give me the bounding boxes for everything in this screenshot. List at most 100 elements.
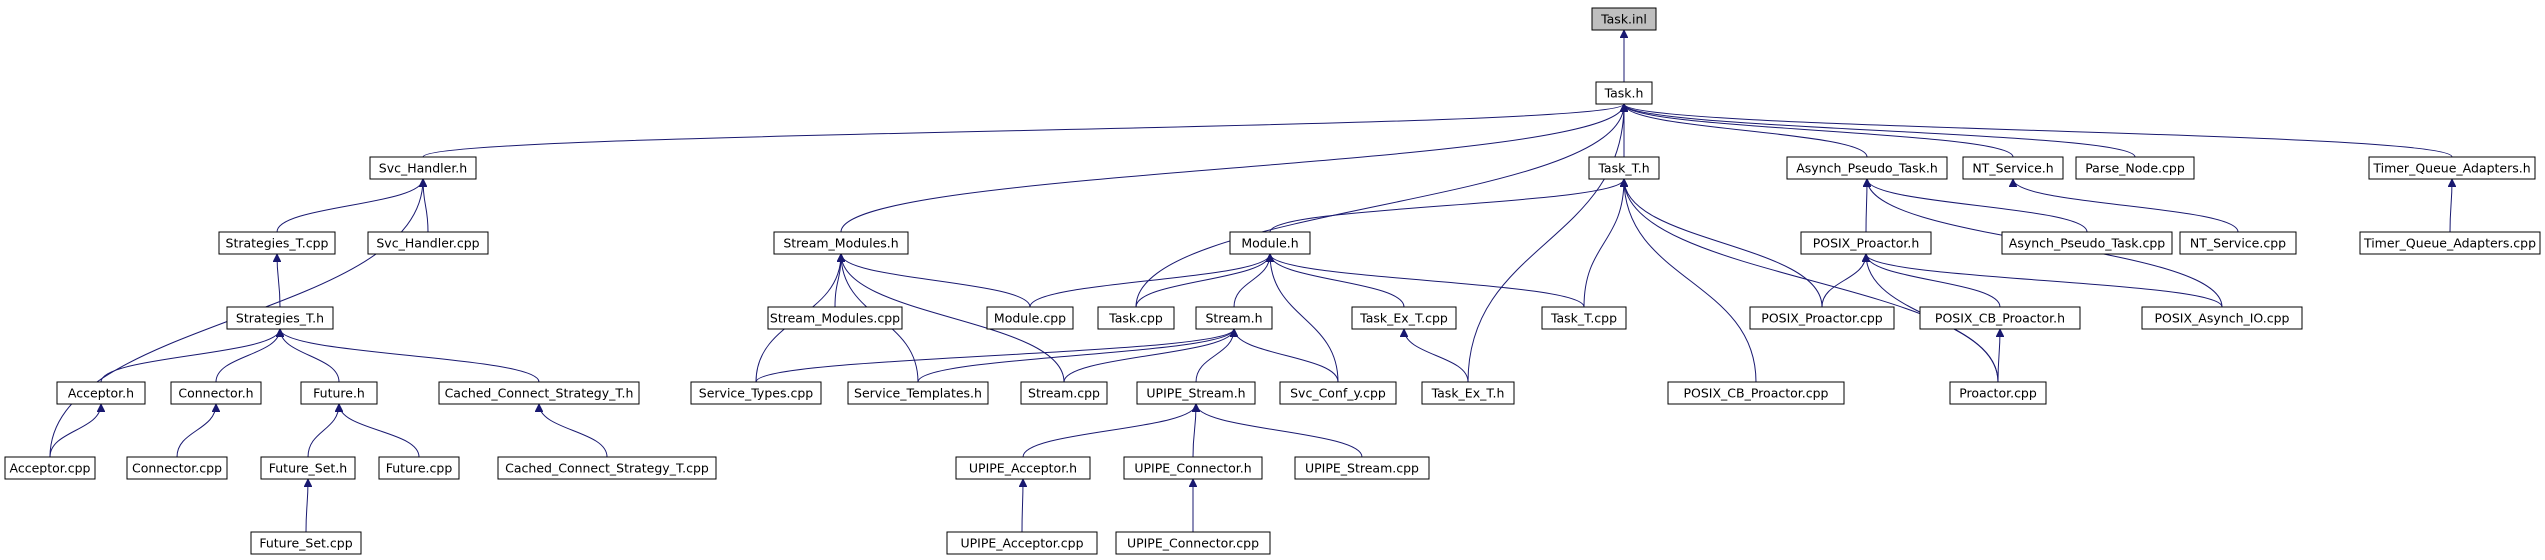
node-box [226,306,334,330]
node-task-h[interactable]: Task.h [1595,81,1653,105]
node-future-h[interactable]: Future.h [300,381,378,405]
node-connector-cpp[interactable]: Connector.cpp [126,456,228,480]
node-label: NT_Service.cpp [2190,236,2286,251]
node-box [2368,156,2536,180]
node-label: Strategies_T.cpp [226,236,329,251]
edge-timer_queue_adapters_h-to-task_h [1624,103,2453,158]
edge-task_t_cpp-to-task_t_h [1583,179,1624,308]
node-label: Connector.h [178,386,253,401]
node-box [1591,7,1657,31]
node-nt-service-h[interactable]: NT_Service.h [1962,156,2064,180]
edge-upipe_acceptor_cpp-to-upipe_acceptor_h [1022,479,1023,533]
node-stream-cpp[interactable]: Stream.cpp [1020,381,1108,405]
node-upipe-acceptor-h[interactable]: UPIPE_Acceptor.h [955,456,1091,480]
node-acceptor-cpp[interactable]: Acceptor.cpp [4,456,96,480]
edge-task_cpp-to-module_h [1135,253,1270,308]
node-posix-cb-proactor-h[interactable]: POSIX_CB_Proactor.h [1919,306,2081,330]
node-future-cpp[interactable]: Future.cpp [378,456,460,480]
node-label: Stream_Modules.cpp [770,311,900,326]
node-box [1595,81,1653,105]
edge-posix_proactor_cpp-to-posix_proactor_h [1821,254,1866,308]
node-box [1115,531,1271,555]
node-label: Task_T.cpp [1550,311,1617,326]
edge-module_cpp-to-module_h [1029,253,1270,308]
node-future-set-cpp[interactable]: Future_Set.cpp [250,531,362,555]
node-asynch-pseudo-task-h[interactable]: Asynch_Pseudo_Task.h [1786,156,1948,180]
node-upipe-acceptor-cpp[interactable]: UPIPE_Acceptor.cpp [946,531,1098,555]
node-upipe-connector-cpp[interactable]: UPIPE_Connector.cpp [1115,531,1271,555]
node-label: Cached_Connect_Strategy_T.cpp [505,461,709,476]
node-parse-node-cpp[interactable]: Parse_Node.cpp [2075,156,2195,180]
node-box [1919,306,2081,330]
node-box [2075,156,2195,180]
edge-posix_asynch_io_cpp-to-posix_proactor_h [1866,253,2223,308]
node-box [2179,231,2297,255]
node-nt-service-cpp[interactable]: NT_Service.cpp [2179,231,2297,255]
node-strategies-t-cpp[interactable]: Strategies_T.cpp [218,231,336,255]
edge-cached_connect_strategy_t_h-to-strategies_t_h [280,328,540,383]
node-label: POSIX_Asynch_IO.cpp [2155,311,2290,326]
node-future-set-h[interactable]: Future_Set.h [260,456,356,480]
node-stream-modules-h[interactable]: Stream_Modules.h [773,231,909,255]
node-label: Stream.cpp [1028,386,1100,401]
edge-timer_queue_adapters_cpp-to-timer_queue_adapters_h [2450,179,2452,233]
node-posix-proactor-cpp[interactable]: POSIX_Proactor.cpp [1749,306,1895,330]
node-cached-connect-strategy-t-h[interactable]: Cached_Connect_Strategy_T.h [438,381,640,405]
node-posix-proactor-h[interactable]: POSIX_Proactor.h [1800,231,1932,255]
node-timer-queue-adapters-cpp[interactable]: Timer_Queue_Adapters.cpp [2359,231,2541,255]
node-label: POSIX_Proactor.h [1813,236,1920,251]
node-task-ex-t-cpp[interactable]: Task_Ex_T.cpp [1351,306,1457,330]
node-module-cpp[interactable]: Module.cpp [986,306,1074,330]
node-label: Svc_Conf_y.cpp [1290,386,1386,401]
node-asynch-pseudo-task-cpp[interactable]: Asynch_Pseudo_Task.cpp [2001,231,2173,255]
edge-stream_cpp-to-stream_modules_h [841,254,1065,383]
node-acceptor-h[interactable]: Acceptor.h [56,381,146,405]
node-box [1097,306,1175,330]
node-box [1279,381,1397,405]
node-task-inl[interactable]: Task.inl [1591,7,1657,31]
node-box [2001,231,2173,255]
node-box [986,306,1074,330]
node-label: POSIX_CB_Proactor.h [1935,311,2065,326]
node-timer-queue-adapters-h[interactable]: Timer_Queue_Adapters.h [2368,156,2536,180]
node-task-t-cpp[interactable]: Task_T.cpp [1541,306,1627,330]
node-proactor-cpp[interactable]: Proactor.cpp [1949,381,2047,405]
node-box [1294,456,1430,480]
node-box [170,381,262,405]
node-posix-cb-proactor-cpp[interactable]: POSIX_CB_Proactor.cpp [1667,381,1845,405]
node-upipe-stream-h[interactable]: UPIPE_Stream.h [1136,381,1256,405]
node-service-templates-h[interactable]: Service_Templates.h [847,381,989,405]
node-label: Timer_Queue_Adapters.h [2372,161,2530,176]
node-posix-asynch-io-cpp[interactable]: POSIX_Asynch_IO.cpp [2141,306,2303,330]
edge-service_types_cpp-to-stream_h [755,328,1234,383]
node-stream-modules-cpp[interactable]: Stream_Modules.cpp [767,306,903,330]
node-cached-connect-strategy-t-cpp[interactable]: Cached_Connect_Strategy_T.cpp [497,456,717,480]
edge-stream_cpp-to-stream_h [1063,328,1234,383]
node-upipe-connector-h[interactable]: UPIPE_Connector.h [1123,456,1263,480]
node-module-h[interactable]: Module.h [1229,231,1311,255]
edge-upipe_acceptor_h-to-upipe_stream_h [1022,403,1196,458]
edge-posix_cb_proactor_cpp-to-task_t_h [1624,179,1757,383]
node-task-t-h[interactable]: Task_T.h [1588,156,1660,180]
node-svc-handler-h[interactable]: Svc_Handler.h [369,156,477,180]
node-label: Service_Templates.h [854,386,982,401]
node-label: Parse_Node.cpp [2085,161,2185,176]
edge-proactor_cpp-to-posix_cb_proactor_h [1998,329,2000,383]
node-task-ex-t-h[interactable]: Task_Ex_T.h [1421,381,1515,405]
edge-module_cpp-to-stream_modules_h [841,253,1031,308]
node-box [126,456,228,480]
node-svc-conf-y-cpp[interactable]: Svc_Conf_y.cpp [1279,381,1397,405]
node-box [2141,306,2303,330]
node-connector-h[interactable]: Connector.h [170,381,262,405]
node-label: UPIPE_Acceptor.h [969,461,1077,476]
node-svc-handler-cpp[interactable]: Svc_Handler.cpp [367,231,489,255]
node-upipe-stream-cpp[interactable]: UPIPE_Stream.cpp [1294,456,1430,480]
edge-service_templates_h-to-stream_h [917,328,1234,383]
node-box [497,456,717,480]
node-strategies-t-h[interactable]: Strategies_T.h [226,306,334,330]
node-service-types-cpp[interactable]: Service_Types.cpp [690,381,822,405]
node-box [1541,306,1627,330]
node-task-cpp[interactable]: Task.cpp [1097,306,1175,330]
node-box [690,381,822,405]
node-stream-h[interactable]: Stream.h [1195,306,1273,330]
